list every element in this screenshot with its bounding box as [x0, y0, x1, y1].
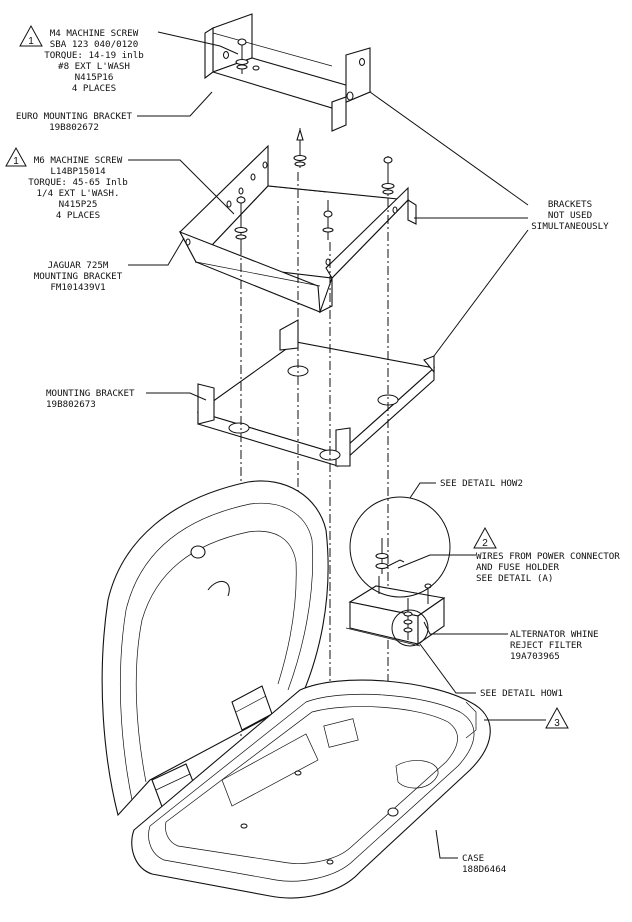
marker-triangle-3: 3 [545, 706, 569, 729]
svg-text:19A703965: 19A703965 [510, 651, 560, 662]
svg-text:19B802673: 19B802673 [46, 399, 96, 410]
euro-mounting-bracket [204, 13, 372, 132]
svg-text:1/4 EXT L'WASH.: 1/4 EXT L'WASH. [37, 188, 120, 199]
svg-text:1: 1 [13, 156, 19, 167]
svg-text:SEE DETAIL HOW1: SEE DETAIL HOW1 [480, 688, 563, 699]
svg-text:4 PLACES: 4 PLACES [56, 210, 100, 221]
mounting-bracket-plate [196, 319, 436, 468]
callout-wires: WIRES FROM POWER CONNECTOR AND FUSE HOLD… [476, 551, 620, 584]
callout-mounting-bracket: MOUNTING BRACKET 19B802673 [46, 388, 135, 410]
callout-m6-screw: M6 MACHINE SCREW L14BP15014 TORQUE: 45-6… [28, 155, 128, 221]
callout-case: CASE 188D6464 [462, 853, 507, 875]
svg-text:MOUNTING BRACKET: MOUNTING BRACKET [46, 388, 135, 399]
svg-text:N415P16: N415P16 [75, 72, 114, 83]
svg-text:M4 MACHINE SCREW: M4 MACHINE SCREW [50, 28, 139, 39]
marker-triangle-1b: 1 [5, 146, 27, 167]
callout-m4-screw: M4 MACHINE SCREW SBA 123 040/0120 TORQUE… [44, 28, 144, 94]
svg-text:SEE DETAIL HOW2: SEE DETAIL HOW2 [440, 478, 523, 489]
callout-jaguar-bracket: JAGUAR 725M MOUNTING BRACKET FM101439V1 [34, 260, 123, 293]
svg-text:MOUNTING BRACKET: MOUNTING BRACKET [34, 271, 123, 282]
m4-screw-part [235, 38, 249, 74]
svg-text:SEE DETAIL (A): SEE DETAIL (A) [476, 573, 553, 584]
svg-text:2: 2 [482, 538, 488, 549]
marker-triangle-2: 2 [473, 526, 497, 549]
svg-text:TORQUE: 14-19 inlb: TORQUE: 14-19 inlb [44, 50, 144, 61]
svg-text:FM101439V1: FM101439V1 [50, 282, 105, 293]
svg-text:REJECT FILTER: REJECT FILTER [510, 640, 582, 651]
callout-alternator-filter: ALTERNATOR WHINE REJECT FILTER 19A703965 [510, 629, 599, 662]
leader-lines [128, 31, 546, 859]
svg-text:NOT USED: NOT USED [548, 210, 592, 221]
svg-text:BRACKETS: BRACKETS [548, 199, 592, 210]
svg-text:TORQUE: 45-65 Inlb: TORQUE: 45-65 Inlb [28, 177, 128, 188]
svg-text:#8 EXT L'WASH: #8 EXT L'WASH [58, 61, 130, 72]
svg-text:SBA 123 040/0120: SBA 123 040/0120 [50, 39, 139, 50]
case-body [101, 480, 491, 899]
svg-text:EURO MOUNTING BRACKET: EURO MOUNTING BRACKET [16, 111, 133, 122]
svg-text:ALTERNATOR WHINE: ALTERNATOR WHINE [510, 629, 599, 640]
svg-text:3: 3 [554, 718, 560, 729]
svg-text:1: 1 [28, 36, 34, 47]
m6-screws-part [234, 128, 395, 246]
svg-text:AND FUSE HOLDER: AND FUSE HOLDER [476, 562, 559, 573]
svg-text:4 PLACES: 4 PLACES [72, 83, 116, 94]
marker-triangle-1a: 1 [19, 24, 43, 47]
callout-detail-how2: SEE DETAIL HOW2 [440, 478, 523, 489]
svg-text:N415P25: N415P25 [59, 199, 98, 210]
callout-brackets-note: BRACKETS NOT USED SIMULTANEOUSLY [531, 199, 609, 232]
detail-how1-circle [391, 609, 429, 647]
svg-text:19B802672: 19B802672 [49, 122, 99, 133]
callout-detail-how1: SEE DETAIL HOW1 [480, 688, 563, 699]
svg-text:M6 MACHINE SCREW: M6 MACHINE SCREW [34, 155, 123, 166]
svg-text:JAGUAR 725M: JAGUAR 725M [48, 260, 109, 271]
svg-text:L14BP15014: L14BP15014 [50, 166, 106, 177]
svg-text:188D6464: 188D6464 [462, 864, 507, 875]
svg-text:SIMULTANEOUSLY: SIMULTANEOUSLY [531, 221, 609, 232]
svg-text:CASE: CASE [462, 853, 484, 864]
callout-euro-bracket: EURO MOUNTING BRACKET 19B802672 [16, 111, 133, 133]
alternator-filter-part [345, 576, 446, 647]
detail-how2-circle [349, 496, 451, 598]
svg-text:WIRES FROM POWER CONNECTOR: WIRES FROM POWER CONNECTOR [476, 551, 620, 562]
